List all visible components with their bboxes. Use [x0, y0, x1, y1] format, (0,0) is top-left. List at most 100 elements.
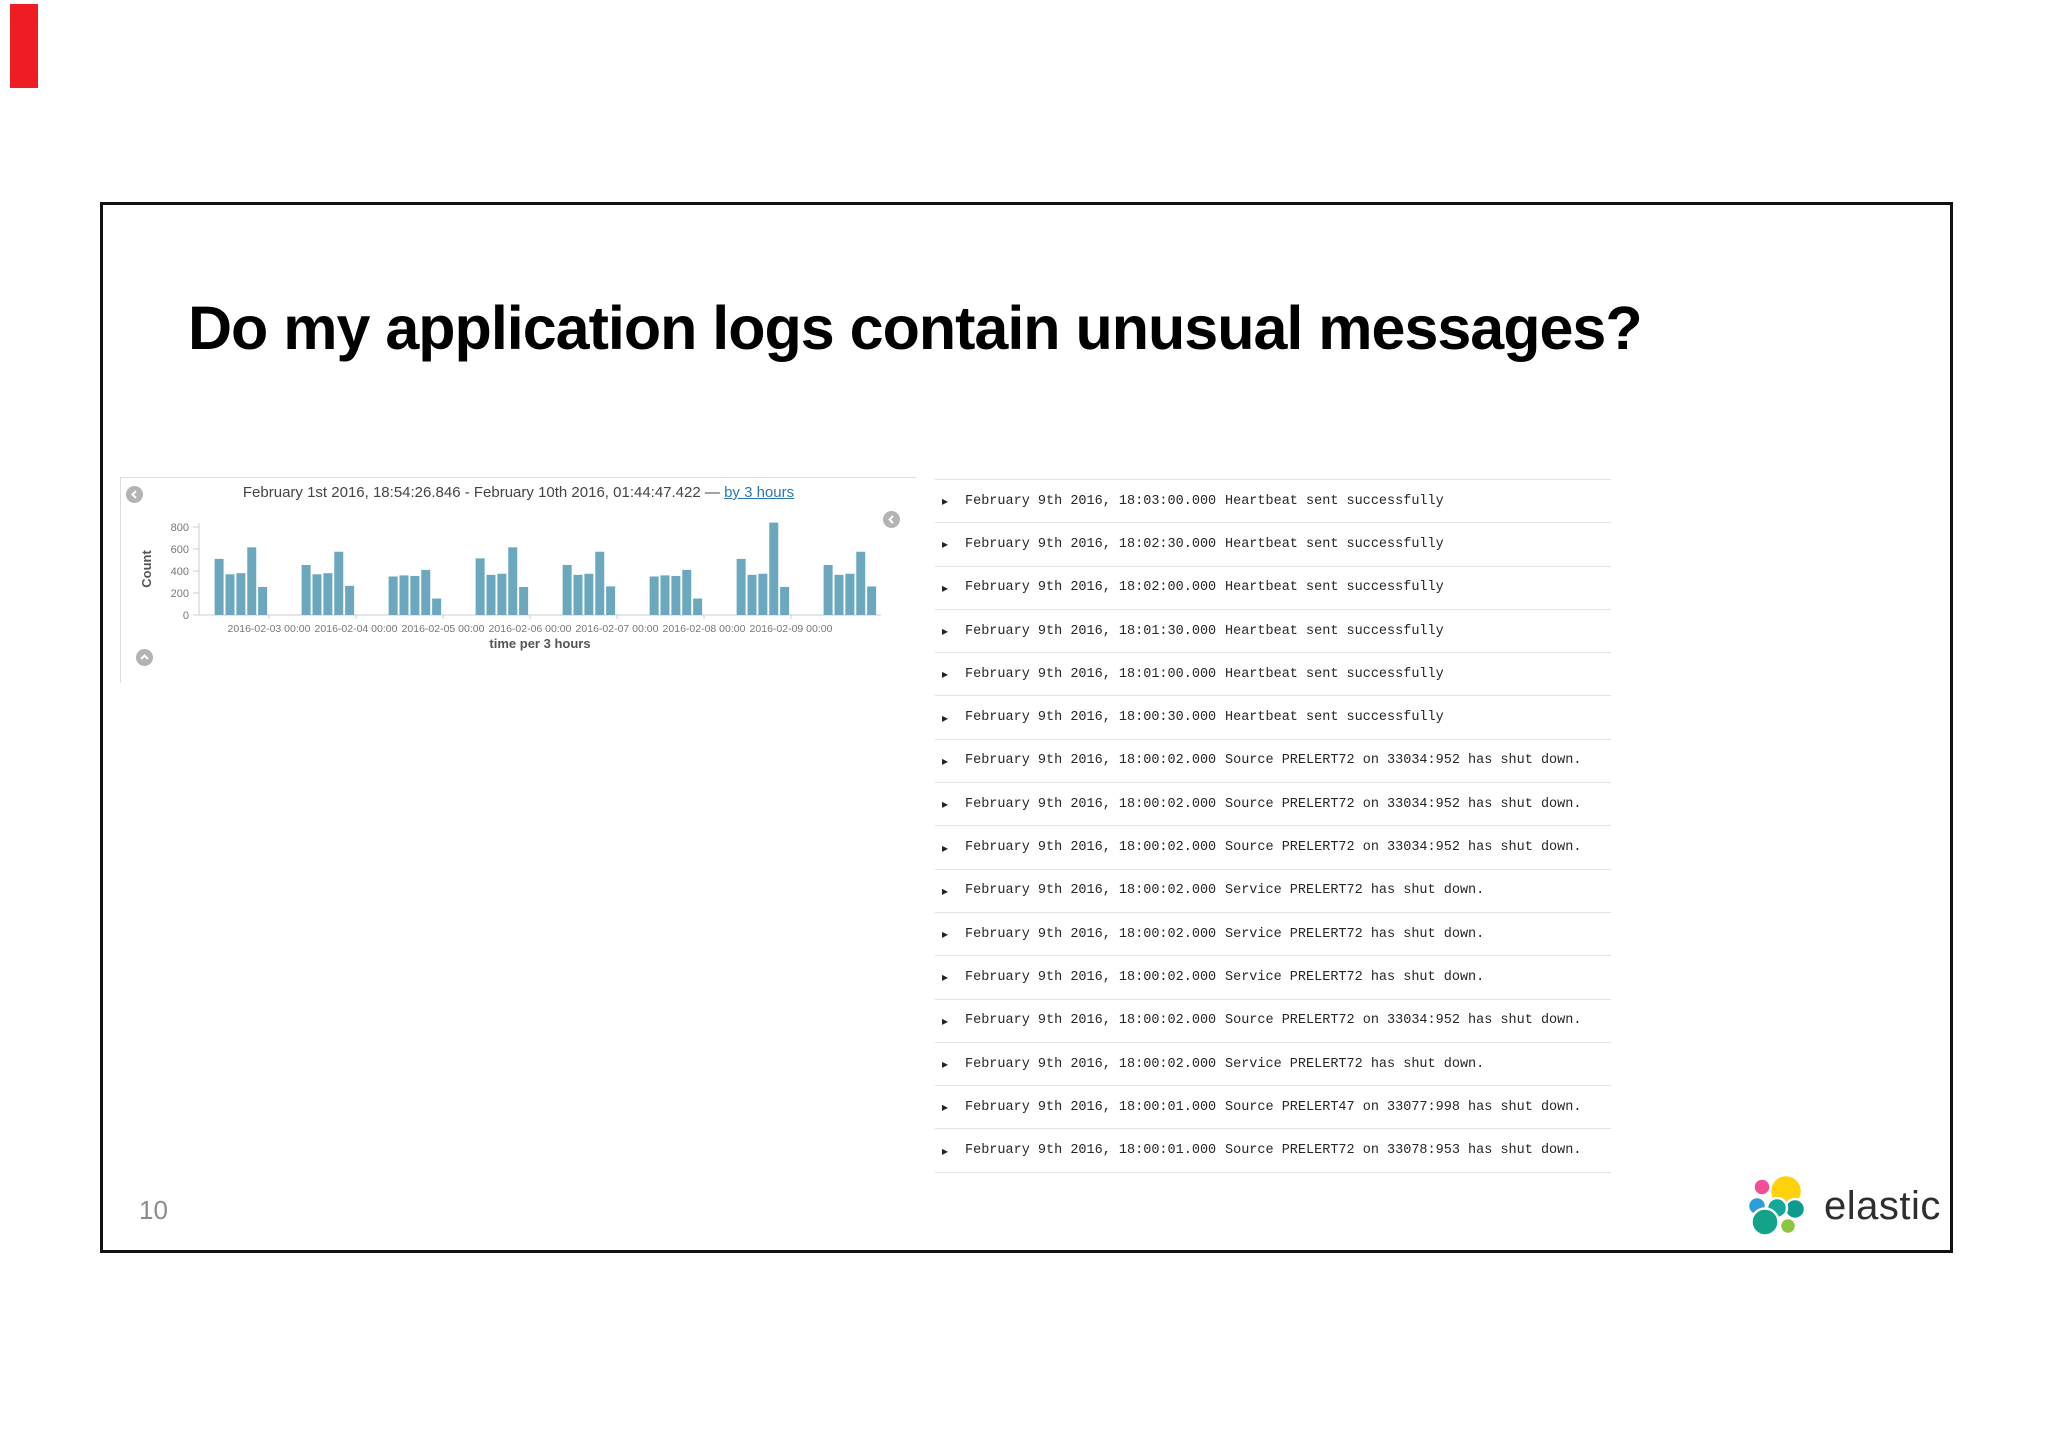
expand-caret-icon[interactable]: ▸: [942, 883, 949, 898]
y-tick-label: 200: [171, 588, 189, 600]
histogram-bar: [236, 573, 246, 615]
histogram-bar: [399, 575, 409, 615]
brand-footer: elastic: [1748, 1173, 1941, 1239]
y-tick-label: 0: [183, 610, 189, 622]
collapse-left-icon[interactable]: [126, 486, 143, 503]
slide-frame: Do my application logs contain unusual m…: [100, 202, 1953, 1253]
log-message: Source PRELERT72 on 33034:952 has shut d…: [1225, 796, 1582, 812]
dash: —: [704, 484, 720, 501]
log-timestamp: February 9th 2016, 18:00:02.000: [965, 926, 1217, 942]
histogram-bar: [421, 569, 431, 615]
histogram-bar: [334, 551, 344, 615]
page-number: 10: [139, 1195, 168, 1225]
y-tick-label: 400: [171, 566, 189, 578]
histogram-bar: [769, 522, 779, 615]
y-tick-label: 600: [171, 544, 189, 556]
histogram-bar: [225, 574, 235, 615]
log-timestamp: February 9th 2016, 18:00:30.000: [965, 710, 1217, 726]
expand-caret-icon[interactable]: ▸: [942, 753, 949, 768]
table-collapse-icon[interactable]: [883, 511, 900, 528]
histogram-bar: [562, 564, 572, 615]
histogram-bar: [497, 573, 507, 615]
log-message: Source PRELERT72 on 33034:952 has shut d…: [1225, 753, 1582, 769]
log-timestamp: February 9th 2016, 18:01:00.000: [965, 666, 1217, 682]
histogram-bar: [247, 547, 257, 615]
histogram-bar: [475, 558, 485, 615]
histogram-bar: [845, 573, 855, 615]
log-message: Source PRELERT72 on 33034:952 has shut d…: [1225, 1013, 1582, 1029]
expand-caret-icon[interactable]: ▸: [942, 1013, 949, 1028]
log-timestamp: February 9th 2016, 18:00:02.000: [965, 1056, 1217, 1072]
expand-caret-icon[interactable]: ▸: [942, 580, 949, 595]
log-timestamp: February 9th 2016, 18:00:02.000: [965, 753, 1217, 769]
histogram-bar: [519, 586, 529, 615]
expand-caret-icon[interactable]: ▸: [942, 970, 949, 985]
expand-caret-icon[interactable]: ▸: [942, 1057, 949, 1071]
histogram-bar: [823, 564, 833, 615]
log-message: Source PRELERT47 on 33077:998 has shut d…: [1225, 1099, 1582, 1115]
x-tick-label: 2016-02-04 00:00: [315, 623, 398, 635]
histogram-bar: [508, 547, 518, 615]
expand-caret-icon[interactable]: ▸: [942, 1100, 949, 1115]
log-row: ▸ February 9th 2016, 18:00:02.000 Service …: [935, 1041, 1611, 1085]
expand-caret-icon[interactable]: ▸: [942, 494, 949, 509]
histogram-bar: [834, 574, 844, 615]
histogram-chart[interactable]: 0 200 400 600 800 2016-02-03 00:00 2016-02-04 …: [121, 506, 916, 678]
log-message: Source PRELERT72 on 33034:952 has shut d…: [1225, 840, 1582, 856]
log-message: Service PRELERT72 has shut down.: [1225, 926, 1485, 942]
histogram-bar: [660, 575, 670, 615]
x-tick-label: 2016-02-05 00:00: [402, 623, 485, 635]
expand-caret-icon[interactable]: ▸: [942, 927, 949, 942]
log-timestamp: February 9th 2016, 18:01:30.000: [965, 623, 1217, 639]
histogram-bar: [649, 576, 659, 615]
elastic-logo-icon: [1748, 1173, 1807, 1237]
x-tick-label: 2016-02-03 00:00: [228, 623, 311, 635]
expand-caret-icon[interactable]: ▸: [942, 537, 949, 552]
expand-caret-icon[interactable]: ▸: [942, 624, 949, 639]
log-message: Service PRELERT72 has shut down.: [1225, 969, 1485, 985]
elastic-wordmark: elastic: [1824, 1183, 1941, 1228]
histogram-bar: [693, 598, 703, 615]
chevron-left-icon: [131, 490, 137, 499]
log-row: ▸ February 9th 2016, 18:00:30.000 Heartbea…: [935, 695, 1611, 738]
log-message: Heartbeat sent successfully: [1225, 623, 1444, 639]
chart-time-range: February 1st 2016, 18:54:26.846 - Februa…: [121, 484, 916, 501]
log-message: Service PRELERT72 has shut down.: [1225, 883, 1485, 899]
x-tick-label: 2016-02-08 00:00: [663, 623, 746, 635]
log-message: Heartbeat sent successfully: [1225, 710, 1444, 726]
chevron-up-icon: [140, 654, 149, 660]
histogram-bar: [758, 573, 768, 615]
histogram-bar: [584, 573, 594, 615]
log-timestamp: February 9th 2016, 18:00:01.000: [965, 1099, 1217, 1115]
y-tick-label: 800: [171, 522, 189, 534]
histogram-bar: [671, 575, 681, 615]
histogram-bar: [312, 574, 322, 615]
histogram-panel: February 1st 2016, 18:54:26.846 - Februa…: [120, 477, 916, 683]
histogram-bar: [747, 574, 757, 615]
histogram-bar: [867, 586, 877, 615]
log-message: Heartbeat sent successfully: [1225, 536, 1444, 552]
histogram-bar: [736, 558, 746, 615]
histogram-bar: [606, 586, 616, 615]
log-row: ▸ February 9th 2016, 18:00:02.000 Service …: [935, 911, 1611, 955]
expand-caret-icon[interactable]: ▸: [942, 1143, 949, 1158]
page-title: Do my application logs contain unusual m…: [188, 294, 1643, 362]
y-axis-title: Count: [139, 550, 154, 588]
interval-link[interactable]: by 3 hours: [724, 484, 795, 501]
x-tick-label: 2016-02-06 00:00: [489, 623, 572, 635]
expand-caret-icon[interactable]: ▸: [942, 797, 949, 812]
expand-caret-icon[interactable]: ▸: [942, 667, 949, 682]
collapse-up-icon[interactable]: [136, 649, 153, 666]
expand-caret-icon[interactable]: ▸: [942, 840, 949, 855]
expand-caret-icon[interactable]: ▸: [942, 710, 949, 725]
red-annotation-marker: [10, 4, 38, 88]
log-message: Service PRELERT72 has shut down.: [1225, 1056, 1485, 1072]
histogram-bar: [214, 558, 224, 615]
